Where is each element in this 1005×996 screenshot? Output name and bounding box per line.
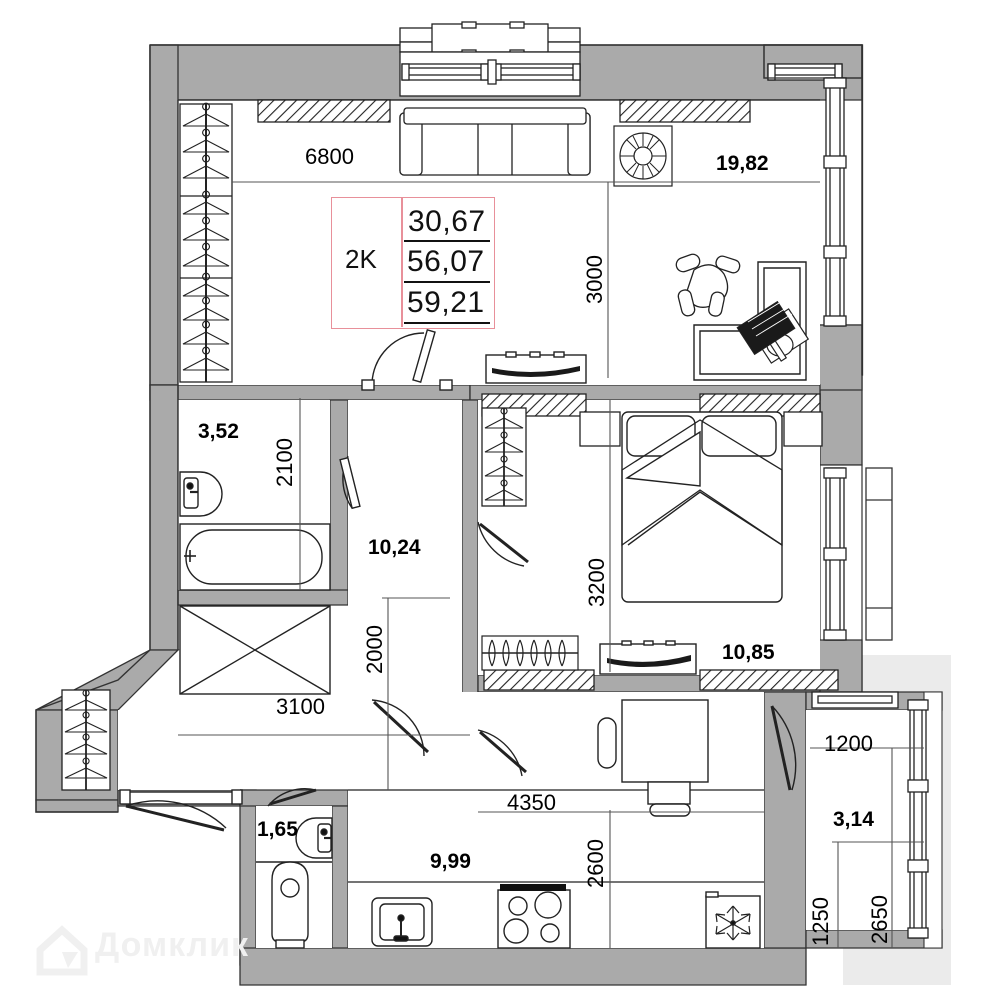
- room-count-label: 2K: [345, 244, 377, 274]
- bathtub: [179, 523, 331, 591]
- window-right-living: [823, 44, 864, 376]
- area-bathroom: 3,52: [198, 420, 239, 443]
- area-kitchen: 9,99: [430, 850, 471, 873]
- total-area-with-balcony-value: 59,21: [407, 286, 485, 319]
- watermark-text: Домклик: [95, 926, 250, 964]
- dim-living-room-width: 6800: [305, 144, 354, 169]
- dim-kitchen-width: 4350: [507, 790, 556, 815]
- pillow: [701, 415, 777, 457]
- info-box-divider: [401, 197, 403, 327]
- kitchen-sink: [371, 897, 433, 947]
- washbasin-toilet: [256, 817, 333, 863]
- area-bedroom: 10,85: [722, 641, 775, 664]
- round-pouf: [613, 125, 673, 187]
- dim-bedroom-depth: 3200: [584, 558, 609, 607]
- wardrobe-hall: [61, 689, 111, 791]
- tv-console-bedroom: [599, 640, 697, 675]
- cooktop-four-burner: [497, 884, 571, 949]
- area-toilet: 1,65: [257, 818, 298, 841]
- nightstand-left: [579, 411, 621, 447]
- living-area-value: 30,67: [408, 205, 486, 238]
- window-top: [401, 59, 581, 85]
- tv-console: [485, 351, 587, 384]
- area-corridor: 10,24: [368, 536, 421, 559]
- info-rule-2: [404, 281, 490, 283]
- doors: [119, 329, 797, 832]
- info-rule-3: [404, 322, 490, 324]
- apartment-info-box: [331, 197, 495, 329]
- dim-corridor-width: 2000: [362, 625, 387, 674]
- area-living-room: 19,82: [716, 152, 769, 175]
- coat-rack-bedroom: [481, 635, 579, 671]
- total-area-value: 56,07: [407, 245, 485, 278]
- dim-balcony-depth: 2650: [867, 895, 892, 944]
- dimension-lines: [178, 181, 924, 948]
- dim-bathroom-width: 3100: [276, 694, 325, 719]
- keyboard: [736, 299, 796, 356]
- double-bed: [621, 411, 783, 603]
- dim-bathroom-depth: 2100: [272, 438, 297, 487]
- office-chair: [675, 253, 741, 317]
- refrigerator: [705, 891, 761, 949]
- balcony-glazing: [811, 691, 929, 939]
- area-balcony: 3,14: [833, 808, 874, 831]
- washbasin-bathroom: [179, 471, 223, 517]
- wardrobe-living-room: [179, 102, 233, 383]
- house-logo-icon: [36, 925, 88, 976]
- window-right-bedroom: [823, 467, 893, 641]
- kitchen-counter: [348, 789, 764, 883]
- toilet: [271, 861, 309, 949]
- info-rule-1: [404, 240, 490, 242]
- dining-chair: [597, 717, 617, 769]
- wardrobe-bedroom: [481, 407, 527, 507]
- dim-kitchen-depth: 2600: [583, 839, 608, 888]
- balcony-door-top-assembly: [399, 21, 581, 97]
- sofa: [399, 107, 591, 176]
- nightstand-right: [783, 411, 823, 447]
- window-top-right: [763, 44, 863, 81]
- dining-table: [597, 699, 709, 817]
- dim-balcony-width: 1200: [824, 731, 873, 756]
- shower-tray: [179, 605, 331, 695]
- dim-balcony-inner-depth: 1250: [808, 897, 833, 946]
- dim-living-room-depth: 3000: [582, 255, 607, 304]
